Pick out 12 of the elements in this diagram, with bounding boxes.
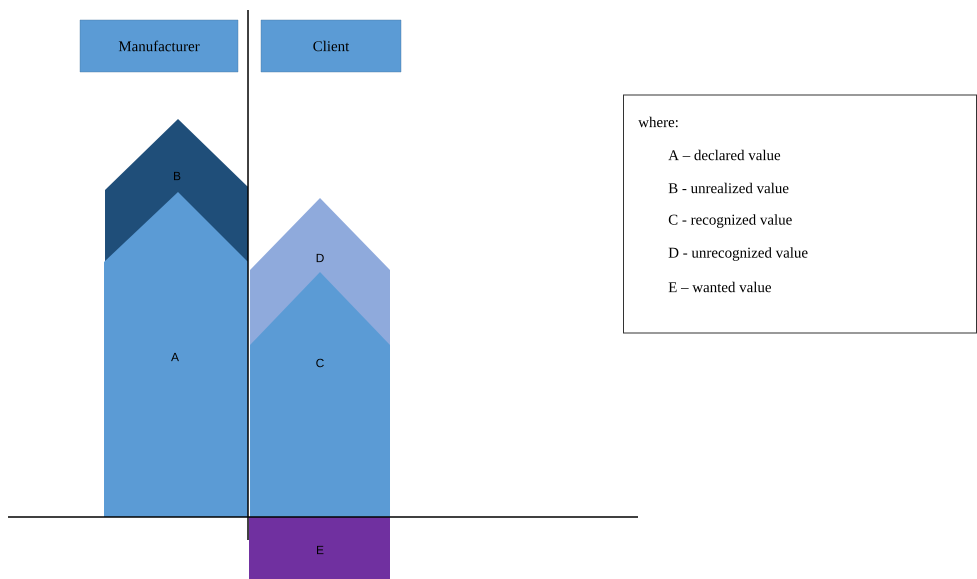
legend-entry: C - recognized value	[668, 214, 792, 228]
legend-heading: where:	[638, 116, 678, 128]
legend-entry: A – declared value	[668, 150, 780, 160]
value-block: C	[250, 272, 390, 517]
value-block: A	[104, 192, 248, 517]
header-box: Manufacturer	[80, 20, 238, 72]
legend-entry: E – wanted value	[668, 282, 772, 292]
legend-entry: B - unrealized value	[668, 182, 788, 194]
legend-entry: D - unrecognized value	[668, 247, 808, 261]
header-box: Client	[260, 20, 402, 72]
legend-box	[623, 94, 977, 334]
value-block: E	[249, 517, 390, 579]
